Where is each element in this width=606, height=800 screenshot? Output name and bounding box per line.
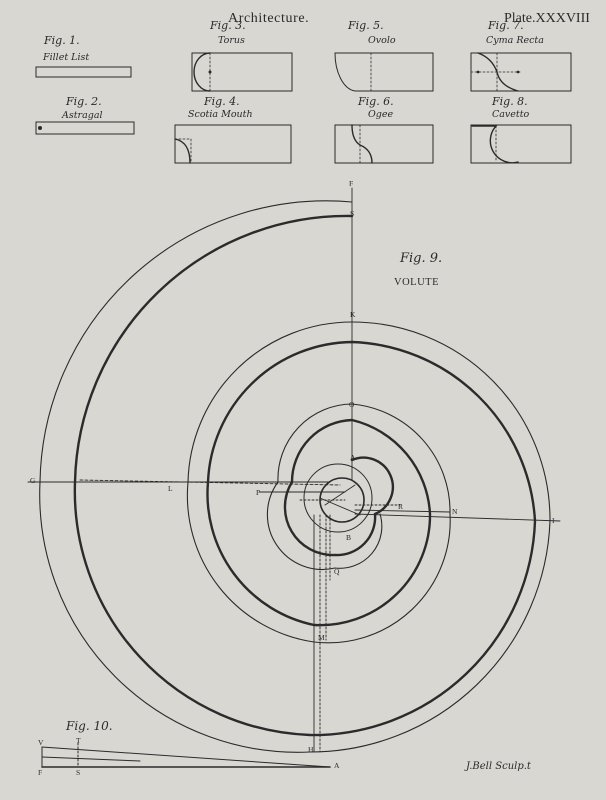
plate-number: Plate.XXXVIII [504,11,590,26]
fig4-scotia-drawing [174,124,292,164]
point-label-r: R [398,502,404,511]
point-label-l: L [168,484,173,493]
fig10-drawing [41,742,331,768]
fig4-label: Fig. 4. [204,95,240,108]
volute-eye [303,463,373,533]
fig8-label: Fig. 8. [492,95,528,108]
point-label-f: F [349,179,354,188]
fig6-ogee-drawing [334,124,434,164]
fig10-label-f: F [38,768,43,777]
point-label-n: N [452,507,458,516]
engraver-signature: J.Bell Sculp.t [466,761,531,772]
fig8-cavetto-drawing [470,124,572,164]
fig2-astragal-drawing [35,121,135,135]
fig10-label: Fig. 10. [66,719,113,733]
point-label-q: Q [334,567,340,576]
fig3-label: Fig. 3. [210,19,246,32]
fig9-label: Fig. 9. [400,251,443,266]
fig1-caption: Fillet List [43,52,90,63]
fig3-torus-drawing [191,52,293,92]
fig7-cyma-recta-drawing [470,52,572,92]
fig10-label-a: A [334,761,340,770]
volute-outer-spiral [39,200,551,753]
fig9-caption: VOLUTE [394,277,439,288]
point-label-k: K [350,310,356,319]
plate-heading: Architecture. [228,11,310,26]
fig7-caption: Cyma Recta [486,35,544,46]
point-label-i: I [552,516,555,525]
point-label-o: O [349,400,355,409]
point-label-a: A [350,453,356,462]
fig6-label: Fig. 6. [358,95,394,108]
point-label-g: G [30,476,36,485]
fig1-label: Fig. 1. [44,34,80,47]
fig10-label-s: S [76,768,81,777]
fig3-caption: Torus [218,35,245,46]
fig2-label: Fig. 2. [66,95,102,108]
point-label-p: P [256,488,261,497]
volute-inner-spiral [73,214,537,737]
fig5-caption: Ovolo [368,35,396,46]
point-label-s: S [350,209,355,218]
fig5-ovolo-drawing [334,52,434,92]
point-label-m: M [318,633,325,642]
fig5-label: Fig. 5. [348,19,384,32]
fig6-caption: Ogee [368,109,394,120]
fig7-label: Fig. 7. [488,19,524,32]
fig4-caption: Scotia Mouth [188,109,253,120]
point-label-h: H [308,745,314,754]
fig10-label-v: V [38,738,44,747]
fig10-label-t: T [76,736,81,745]
volute-construction-lines [27,187,561,753]
fig1-fillet-drawing [35,66,132,78]
fig2-caption: Astragal [62,110,103,121]
point-label-b: B [346,533,352,542]
fig8-caption: Cavetto [492,109,530,120]
